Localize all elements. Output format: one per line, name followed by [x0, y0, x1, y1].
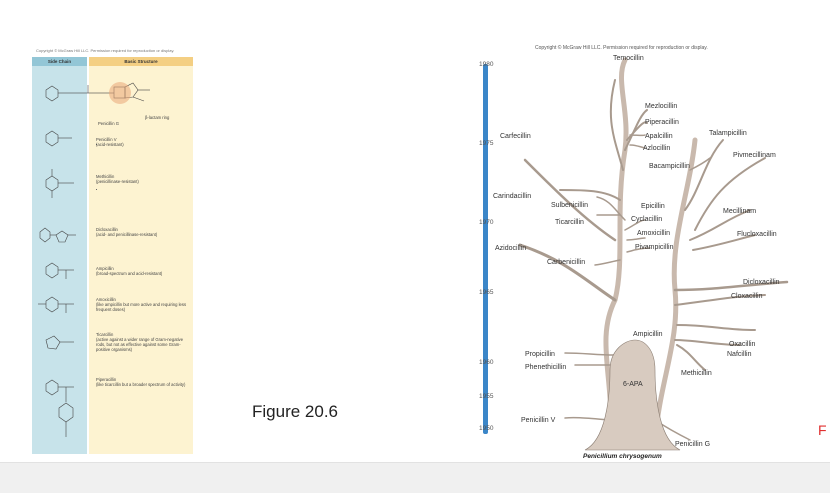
label-temocillin: Temocillin — [613, 55, 644, 62]
basic-structure-label: Penicillin G — [98, 121, 119, 126]
label-phenethicillin: Phenethicillin — [525, 364, 566, 371]
red-text-fragment: F — [818, 422, 827, 438]
label-mezlocillin: Mezlocillin — [645, 103, 677, 110]
row-note: (acid- and penicillinase-resistant) — [96, 232, 158, 237]
label-penicillin-g: Penicillin G — [675, 441, 710, 448]
label-amoxicillin: Amoxicillin — [637, 230, 670, 237]
label-carbenicillin: Carbenicillin — [547, 259, 585, 266]
figure-label: Figure 20.6 — [252, 402, 338, 421]
label-carfecillin: Carfecillin — [500, 133, 531, 140]
label-nafcillin: Nafcillin — [727, 351, 752, 358]
row-note: (broad-spectrum and acid-resistant) — [96, 271, 163, 276]
label-sulbenicillin: Sulbenicillin — [551, 202, 588, 209]
row-name: Ticarcillin — [96, 332, 114, 337]
year-1950: 1950 — [479, 425, 494, 432]
table-copyright: Copyright © McGraw Hill LLC. Permission … — [36, 48, 175, 53]
label-6apa: 6-APA — [623, 381, 643, 388]
label-mecillinam: Mecillinam — [723, 208, 756, 215]
basic-structure-column — [89, 57, 193, 454]
row-note: (like ticarcillin but a broader spectrum… — [96, 382, 186, 387]
row-name: Methicillin — [96, 174, 115, 179]
year-1970: 1970 — [479, 219, 494, 226]
penicillin-tree-figure: Copyright © McGraw Hill LLC. Permission … — [479, 44, 789, 460]
table-row: Ticarcillin (active against a wider rang… — [96, 332, 192, 352]
label-pivampicillin: Pivampicillin — [635, 244, 674, 251]
table-row: Amoxicillin (like ampicillin but more ac… — [96, 297, 192, 312]
label-oxacillin: Oxacillin — [729, 341, 756, 348]
label-pivmecillinam: Pivmecillinam — [733, 152, 776, 159]
label-talampicillin: Talampicillin — [709, 130, 747, 137]
year-1965: 1965 — [479, 289, 494, 296]
label-methicillin: Methicillin — [681, 370, 712, 377]
row-name: Ampicillin — [96, 266, 114, 271]
label-propicillin: Propicillin — [525, 351, 555, 358]
label-penicillin-v: Penicillin V — [521, 417, 556, 424]
label-epicillin: Epicillin — [641, 203, 665, 210]
label-carindacillin: Carindacillin — [493, 193, 531, 200]
side-chain-header: Side Chain — [32, 57, 87, 66]
year-1960: 1960 — [479, 359, 494, 366]
basic-structure-header: Basic Structure — [89, 57, 193, 66]
slide: Copyright © McGraw Hill LLC. Permission … — [32, 44, 827, 460]
label-piperacillin: Piperacillin — [645, 119, 679, 126]
label-ticarcillin: Ticarcillin — [555, 219, 584, 226]
row-note: (penicillinase-resistant) — [96, 179, 139, 184]
label-dicloxacillin: Dicloxacillin — [743, 279, 780, 286]
table-row: Piperacillin (like ticarcillin but a bro… — [96, 377, 192, 387]
timeline-bar — [483, 64, 488, 434]
tree-caption: Penicillium chrysogenum — [583, 453, 662, 460]
tree-copyright: Copyright © McGraw Hill LLC. Permission … — [535, 44, 708, 51]
year-1975: 1975 — [479, 140, 494, 147]
bottom-bar — [0, 462, 830, 493]
side-chain-table: Side Chain Basic Structure — [32, 57, 193, 454]
label-ampicillin: Ampicillin — [633, 331, 663, 338]
tree-trunk — [584, 339, 681, 451]
year-1980: 1980 — [479, 61, 494, 68]
table-row: Dicloxacillin (acid- and penicillinase-r… — [96, 227, 192, 237]
row-name: Dicloxacillin — [96, 227, 118, 232]
label-azidocillin: Azidocillin — [495, 245, 526, 252]
label-apalcillin: Apalcillin — [645, 133, 673, 140]
row-name: Piperacillin — [96, 377, 117, 382]
row-note: (like ampicillin but more active and req… — [96, 302, 187, 312]
row-note: (active against a wider range of Gram-ne… — [96, 337, 184, 352]
side-chain-column — [32, 57, 87, 454]
row-name: Amoxicillin — [96, 297, 116, 302]
label-azlocillin: Azlocillin — [643, 145, 670, 152]
table-row: Penicillin V (acid-resistant) — [96, 137, 192, 147]
row-note: (acid-resistant) — [96, 142, 124, 147]
label-cyclacillin: Cyclacillin — [631, 216, 662, 223]
table-row: Ampicillin (broad-spectrum and acid-resi… — [96, 266, 192, 276]
row-name: Penicillin V — [96, 137, 117, 142]
label-bacampicillin: Bacampicillin — [649, 163, 690, 170]
label-flucloxacillin: Flucloxacillin — [737, 231, 777, 238]
table-row: Methicillin (penicillinase-resistant) — [96, 174, 192, 184]
beta-lactam-label: β-lactam ring — [145, 115, 170, 120]
year-1955: 1955 — [479, 393, 494, 400]
label-cloxacillin: Cloxacillin — [731, 293, 763, 300]
chemical-structures — [38, 82, 150, 437]
